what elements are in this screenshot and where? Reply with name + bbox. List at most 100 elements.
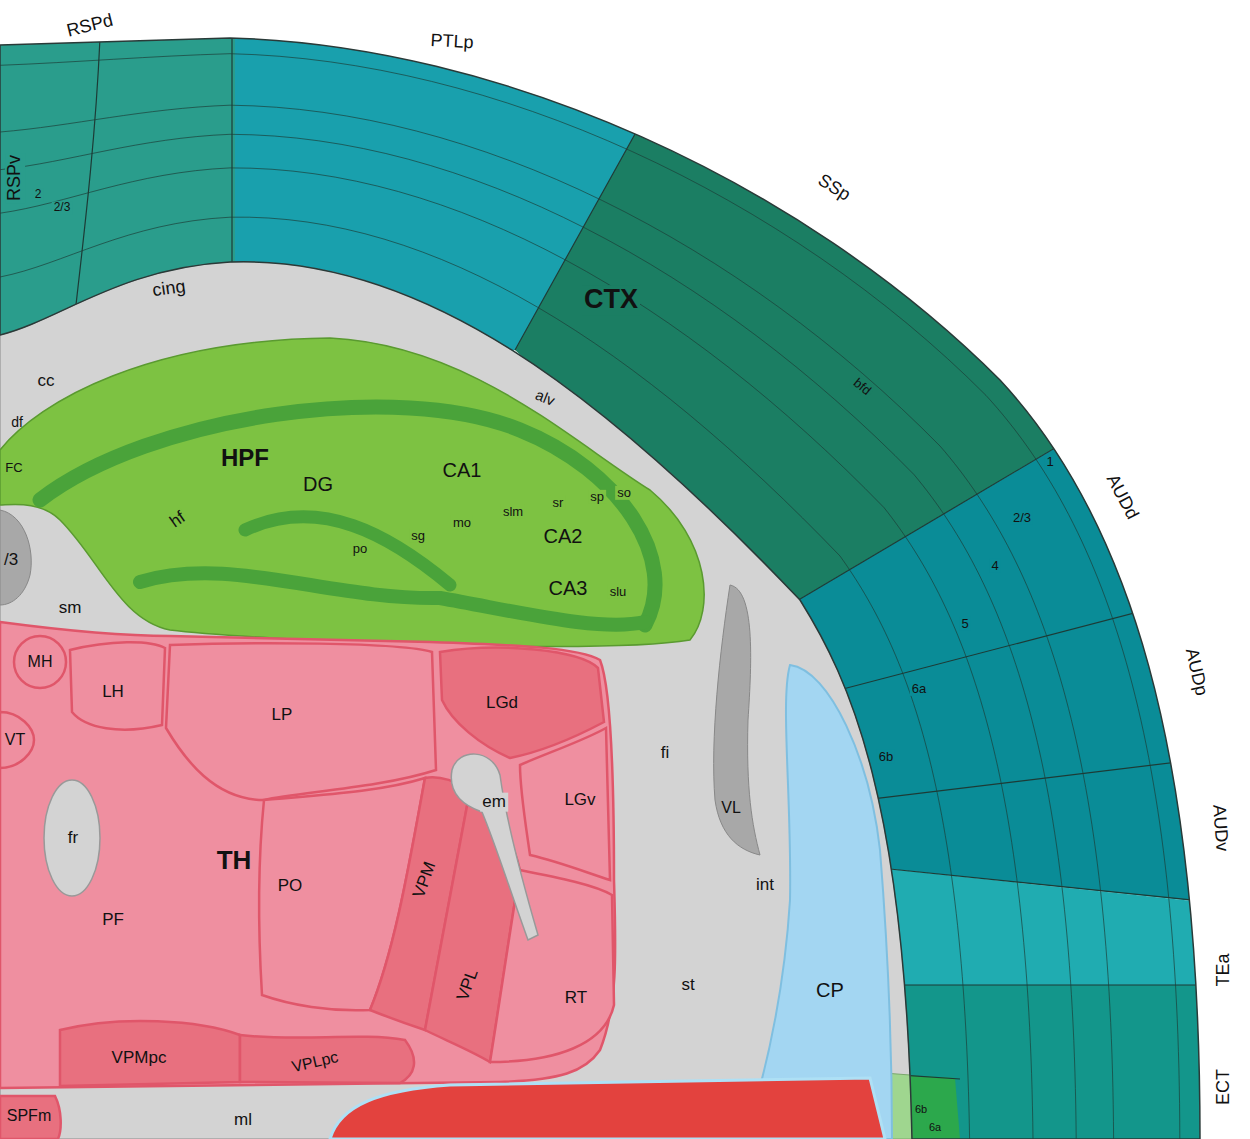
brain-region: PF	[0, 700, 265, 1030]
brain-region: CA3	[380, 550, 680, 630]
structure-label: 6b	[877, 750, 895, 764]
ventricle	[0, 510, 31, 605]
region-label: DG	[301, 473, 335, 495]
brain-region: LGv	[520, 728, 610, 880]
brain-region: LH	[70, 640, 165, 735]
brain-region: RSPv	[0, 40, 100, 340]
area-boundary	[515, 0, 662, 350]
brain-region: VPM	[370, 775, 470, 1030]
structure-label: fr	[66, 829, 80, 848]
brain-region: PTLp	[232, 20, 662, 380]
structure-label: 6a	[927, 1121, 943, 1133]
region-label: AUDp	[1181, 644, 1212, 699]
region-label: LH	[100, 683, 126, 702]
cortex-area	[880, 985, 1250, 1139]
structure-label: df	[9, 415, 25, 430]
structure-label: sg	[409, 529, 427, 543]
brain-region: CTXRSPvRSPdPTLpSSpAUDdAUDpAUDvTEaECT	[0, 10, 1250, 1139]
structure-label: sp	[588, 490, 606, 504]
nucleus	[490, 870, 614, 1062]
structure-label: FC	[3, 461, 24, 475]
region-label: PF	[100, 911, 126, 930]
granule-layer	[140, 573, 645, 624]
brain-region: VPMpc	[60, 1015, 240, 1086]
fiber-tract	[451, 754, 538, 940]
brain-region: LP	[166, 642, 436, 800]
area-boundary	[820, 580, 1250, 695]
midbrain-region	[330, 1078, 885, 1139]
layer-line	[0, 105, 1114, 1139]
area-boundary	[790, 0, 1110, 605]
area-boundary	[840, 752, 1250, 803]
region-label: MH	[26, 653, 55, 671]
brain-region: ECT	[880, 985, 1240, 1139]
nucleus	[0, 712, 34, 768]
striatum-region	[745, 665, 892, 1139]
structure-label: slu	[608, 585, 629, 599]
structure-label: slm	[501, 505, 525, 519]
region-label: VPL	[453, 965, 483, 1005]
region-label: VPM	[409, 858, 441, 903]
region-label: CA3	[547, 577, 590, 599]
brain-region: TEa	[880, 865, 1240, 990]
brain-region: SSp	[515, 60, 1105, 605]
brain-region: CA2	[470, 500, 670, 560]
nucleus	[520, 728, 610, 880]
brain-region: CA1	[330, 360, 650, 510]
structure-label: /3	[2, 551, 20, 570]
area-boundary	[880, 868, 1250, 907]
brain-region: MH	[14, 636, 66, 688]
nucleus	[70, 642, 165, 729]
structure-label: 6a	[910, 682, 928, 696]
layer-lines	[0, 54, 1180, 1139]
brain-region: AUDv	[840, 750, 1240, 910]
structure-label: 1	[1044, 455, 1055, 469]
layer-line	[0, 217, 970, 1139]
layer-line	[0, 168, 1033, 1139]
region-label: LP	[270, 706, 295, 725]
area-boundary	[880, 984, 1250, 985]
structure-label: cing	[149, 277, 188, 302]
pyramidal-layer	[40, 407, 655, 625]
ventricle	[714, 585, 760, 855]
hippocampus-region	[0, 338, 704, 646]
brain-region: LGd	[440, 642, 605, 758]
structure-label: 2/3	[1011, 511, 1033, 525]
structure-label: alv	[531, 386, 559, 410]
region-label: PO	[276, 877, 305, 896]
structure-label: 5	[959, 617, 970, 631]
region-label: RSPv	[5, 153, 25, 203]
structure-label: 4	[989, 559, 1000, 573]
region-label: LGd	[484, 694, 520, 713]
structure-label: ml	[232, 1111, 254, 1130]
brain-region: SPFm	[0, 1096, 62, 1139]
brain-region: VPLpc	[240, 1032, 420, 1083]
region-label: TH	[215, 846, 254, 875]
structure-label: st	[679, 976, 696, 995]
region-label: VPMpc	[110, 1049, 169, 1068]
brain-region: AUDd	[790, 440, 1150, 660]
structure-label: sr	[551, 496, 566, 510]
layer-line	[0, 54, 1180, 1139]
nucleus	[240, 1035, 414, 1083]
brain-region: PO	[258, 778, 425, 1012]
region-label: VL	[719, 799, 743, 817]
region-label: VPLpc	[288, 1048, 342, 1077]
structure-label: fi	[659, 744, 672, 763]
brain-region: VPL	[425, 790, 520, 1062]
region-label: SSp	[813, 170, 856, 207]
fiber-tract	[44, 780, 100, 896]
structure-label: mo	[451, 516, 473, 530]
brain-region: THMHLHVTLPLGdLGvPFPOVPMVPLRTVPMpcVPLpcSP…	[0, 620, 620, 1090]
region-label: RSPd	[63, 10, 117, 42]
thalamus-region	[0, 622, 615, 1088]
structure-label: sm	[57, 599, 84, 618]
structure-label: po	[351, 542, 369, 556]
structure-label: em	[480, 793, 508, 812]
cortex-outline	[0, 38, 1200, 1139]
nucleus	[60, 1021, 240, 1086]
